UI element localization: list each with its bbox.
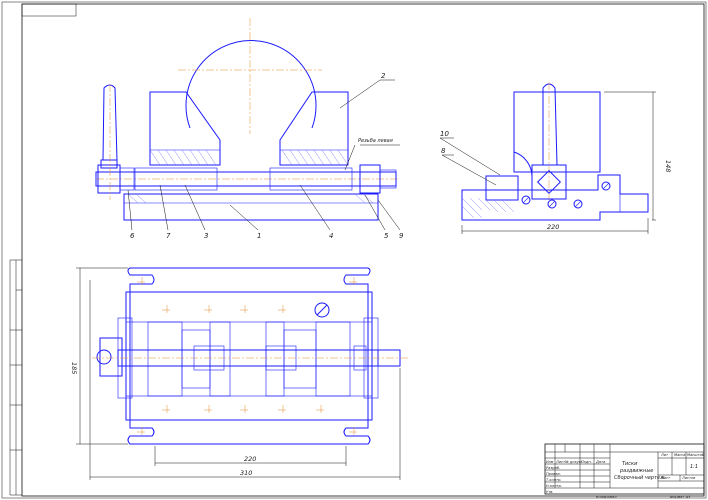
tb-list: Лист <box>555 460 566 464</box>
title-line-2: раздвижные <box>619 468 653 474</box>
tb-format: Формат A3 <box>670 495 691 499</box>
right-jaw-hatch <box>281 149 349 166</box>
front-view <box>95 18 401 231</box>
tb-sheet: Лист <box>660 476 671 480</box>
tb-sign: Подп. <box>581 460 592 464</box>
tb-razrab: Разраб. <box>546 466 560 470</box>
callout-6: 6 <box>130 232 135 240</box>
thread-note: Резьба левая <box>358 138 393 144</box>
tb-col-lit: Лит <box>660 453 669 457</box>
plan-outer-dim: 310 <box>240 469 252 477</box>
callout-7: 7 <box>166 232 171 240</box>
tb-col-mass: Масса <box>674 453 685 457</box>
title-line-3: Сборочный чертеж <box>614 475 665 481</box>
side-view <box>439 82 656 234</box>
callout-4: 4 <box>329 232 333 240</box>
tb-sheets: Листов <box>681 476 695 480</box>
tb-copied: Копировал <box>596 495 617 499</box>
tb-date: Дата <box>595 460 605 464</box>
callout-5: 5 <box>384 232 389 240</box>
callout-1: 1 <box>257 232 261 240</box>
base-hatch <box>127 193 374 204</box>
plan-height-dim: 185 <box>70 362 78 374</box>
tb-tkontr: Т.контр. <box>546 478 562 482</box>
tb-col-scale: Масштаб <box>687 453 705 457</box>
side-height-dim: 148 <box>664 160 672 172</box>
callout-10: 10 <box>440 130 449 138</box>
left-jaw-hatch <box>149 149 217 166</box>
callout-8: 8 <box>441 147 446 155</box>
callout-9: 9 <box>399 232 404 240</box>
side-width-dim: 220 <box>547 223 559 231</box>
tb-doc: № докум. <box>564 460 583 464</box>
callout-3: 3 <box>204 232 208 240</box>
title-block <box>544 443 705 495</box>
plan-inner-dim: 220 <box>244 455 256 463</box>
title-line-1: Тиски <box>622 461 638 467</box>
callout-2: 2 <box>381 72 386 80</box>
tb-nkontr: Н.контр. <box>546 484 562 488</box>
tb-scale-value: 1:1 <box>690 464 698 470</box>
plan-view <box>76 267 408 480</box>
tb-izm: Изм <box>546 460 554 464</box>
tb-utv: Утв. <box>546 490 554 494</box>
tb-prov: Провер. <box>546 472 561 476</box>
side-hatch <box>461 197 515 219</box>
centre-marks <box>137 277 359 437</box>
